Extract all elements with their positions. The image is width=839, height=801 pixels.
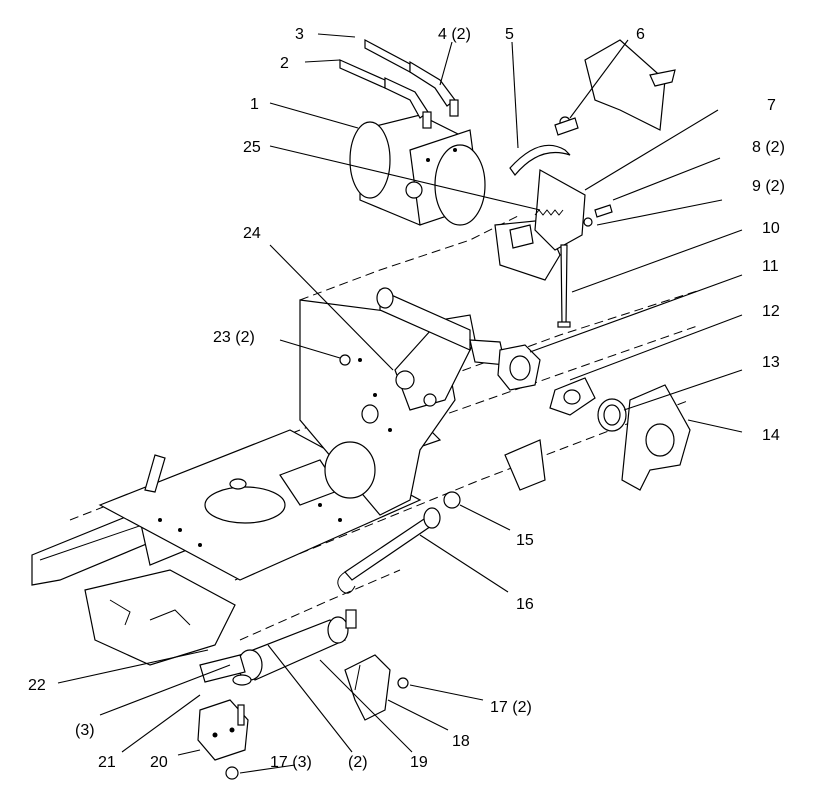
bushing	[597, 398, 627, 432]
spring	[534, 209, 564, 216]
bearing-plate	[549, 377, 596, 416]
callout-2b: (2)	[348, 754, 368, 771]
callout-10: 10	[762, 220, 780, 237]
right-side-plate	[504, 384, 691, 491]
cylinder-bracket	[344, 654, 391, 721]
actuator-motor	[349, 114, 486, 226]
pivot-arm	[376, 287, 476, 411]
lever-post	[144, 454, 166, 493]
callout-labels: 1 2 3 4 (2) 5 6 7 8 (2) 9 (2) 10 11 12 1…	[28, 26, 785, 771]
callout-7: 7	[767, 97, 776, 114]
hoses	[339, 39, 459, 129]
callout-12: 12	[762, 303, 780, 320]
hydraulic-cylinder	[199, 609, 357, 686]
callout-1: 1	[250, 96, 259, 113]
callout-20: 20	[150, 754, 168, 771]
lower-mount-plate	[197, 699, 249, 780]
callout-4: 4 (2)	[438, 26, 471, 43]
callout-21: 21	[98, 754, 116, 771]
mount-bracket	[494, 169, 586, 281]
callout-24: 24	[243, 225, 261, 242]
upper-shield	[584, 39, 676, 131]
callout-13: 13	[762, 354, 780, 371]
strap-clamp	[509, 116, 579, 176]
link-rod	[337, 491, 461, 594]
callout-15: 15	[516, 532, 534, 549]
callout-23: 23 (2)	[213, 329, 255, 346]
callout-11: 11	[762, 258, 779, 275]
callout-9: 9 (2)	[752, 178, 785, 195]
nuts-23	[339, 354, 351, 366]
callout-17b: 17 (3)	[270, 754, 312, 771]
callout-3: 3	[295, 26, 304, 43]
callout-19: 19	[410, 754, 428, 771]
leader-lines	[57, 33, 743, 774]
callout-6: 6	[636, 26, 645, 43]
callout-17a: 17 (2)	[490, 699, 532, 716]
callout-22: 22	[28, 677, 46, 694]
callout-5: 5	[505, 26, 514, 43]
callout-14: 14	[762, 427, 780, 444]
long-bolt	[557, 244, 571, 328]
callout-8: 8 (2)	[752, 139, 785, 156]
callout-25: 25	[243, 139, 261, 156]
lower-front-bracket	[84, 569, 236, 666]
callout-16: 16	[516, 596, 534, 613]
small-bolts	[583, 204, 613, 227]
callout-2: 2	[280, 55, 289, 72]
callout-3b: (3)	[75, 722, 95, 739]
callout-18: 18	[452, 733, 470, 750]
bolt-17	[397, 677, 409, 689]
bearing-flange	[497, 344, 541, 391]
